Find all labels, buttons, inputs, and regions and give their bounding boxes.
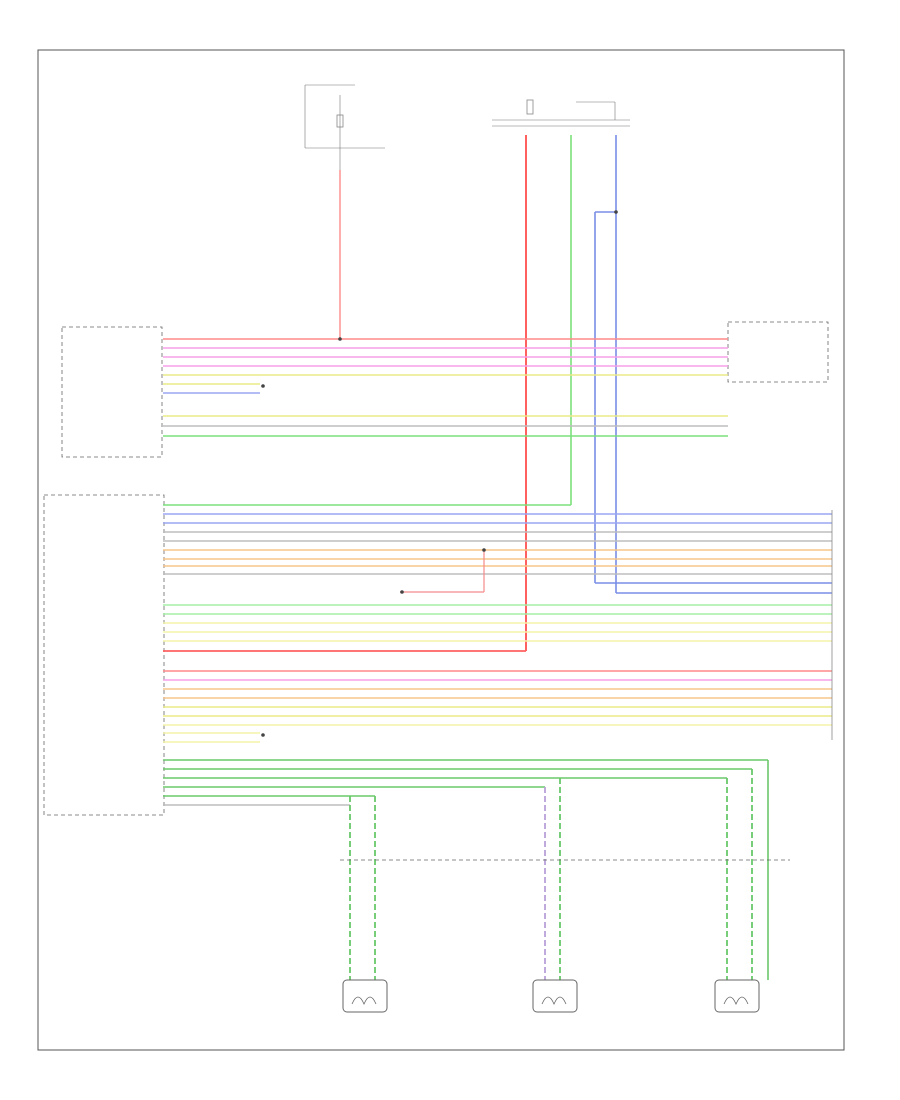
powertrain-control-module-frame <box>43 494 165 816</box>
diagram-border <box>37 49 845 1051</box>
wire-group-pcm-3 <box>163 670 832 743</box>
transfer-case-speed-sensor <box>532 979 578 1013</box>
wire-group-sensors <box>163 759 790 980</box>
fuse-icon <box>526 99 534 115</box>
fuse-block-left <box>304 84 385 170</box>
fuse-block-right <box>492 99 630 127</box>
wire-group-upper <box>163 338 728 437</box>
input-speed-sensor <box>714 979 760 1013</box>
wire-group-pcm-2 <box>163 604 832 642</box>
splice-points <box>261 210 618 737</box>
airbag-control-module-frame <box>61 326 163 458</box>
clutch-speed-sensor <box>342 979 388 1013</box>
steering-control-module-frame <box>727 321 829 383</box>
wire-group-pcm-1 <box>163 513 832 593</box>
